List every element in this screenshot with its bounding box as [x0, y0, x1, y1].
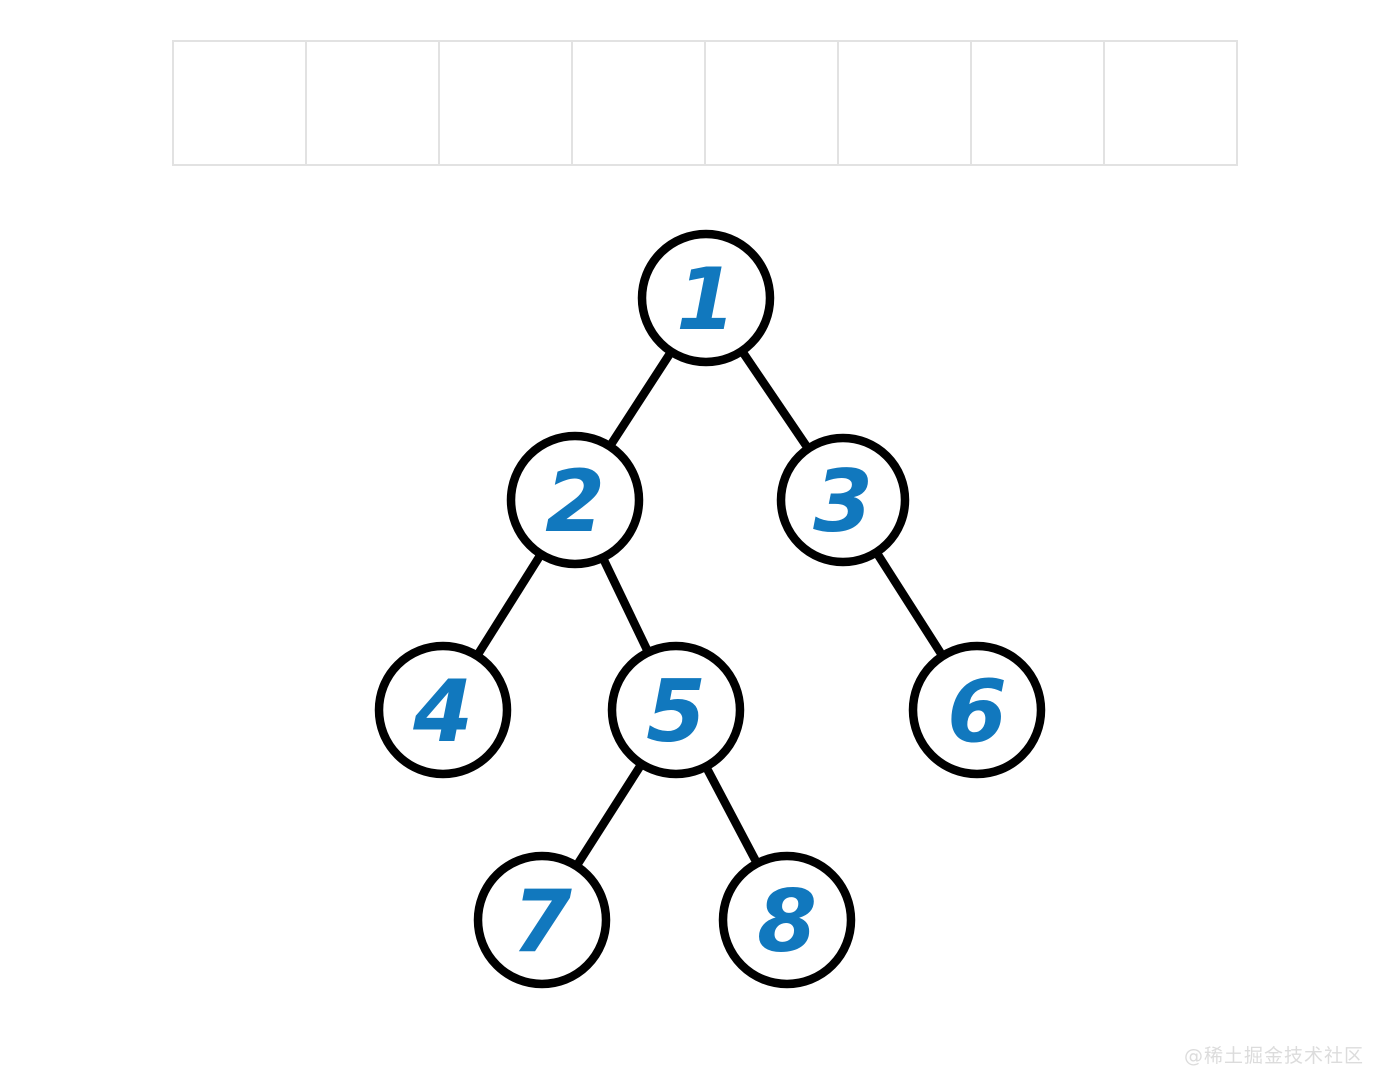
node-label-4: 4	[412, 662, 473, 762]
tree-node-2[interactable]: 2	[506, 431, 644, 569]
node-circle-7	[473, 851, 611, 989]
tree-edge-layer	[470, 343, 950, 874]
tree-edge-n1-n3	[735, 343, 816, 457]
node-circle-6	[908, 641, 1046, 779]
tree-node-7[interactable]: 7	[473, 851, 611, 989]
watermark-text: @稀土掘金技术社区	[1183, 1045, 1364, 1067]
node-circle-2	[506, 431, 644, 569]
tree-node-layer: 1 2 3 4 5 6 7 8	[374, 229, 1046, 989]
node-label-6: 6	[947, 662, 1007, 762]
tree-edge-n3-n6	[869, 544, 950, 664]
tree-node-5[interactable]: 5	[607, 641, 745, 779]
array-row	[172, 40, 1238, 166]
node-label-1: 1	[676, 250, 736, 350]
node-label-7: 7	[512, 872, 572, 972]
array-cell-6[interactable]	[970, 40, 1105, 166]
node-label-5: 5	[646, 662, 706, 762]
node-label-3: 3	[813, 452, 873, 552]
array-cell-5[interactable]	[837, 40, 972, 166]
array-cell-3[interactable]	[571, 40, 706, 166]
node-circle-8	[718, 851, 856, 989]
node-circle-4	[374, 641, 512, 779]
array-representation-strip	[172, 40, 1238, 166]
array-cell-7[interactable]	[1103, 40, 1238, 166]
node-circle-5	[607, 641, 745, 779]
array-cell-0[interactable]	[172, 40, 307, 166]
node-label-2: 2	[545, 452, 605, 552]
tree-node-1[interactable]: 1	[637, 229, 775, 367]
tree-node-6[interactable]: 6	[908, 641, 1046, 779]
array-row-body	[172, 40, 1238, 166]
tree-node-3[interactable]: 3	[776, 433, 910, 567]
array-cell-1[interactable]	[305, 40, 440, 166]
tree-edge-n5-n8	[699, 759, 764, 871]
node-circle-3	[776, 433, 910, 567]
tree-edge-n5-n7	[569, 756, 649, 874]
tree-node-4[interactable]: 4	[374, 641, 512, 779]
tree-edge-n1-n2	[602, 344, 679, 454]
array-cell-2[interactable]	[438, 40, 573, 166]
node-circle-1	[637, 229, 775, 367]
node-label-8: 8	[757, 872, 817, 972]
tree-edge-n2-n5	[596, 550, 655, 660]
tree-edge-n2-n4	[470, 546, 548, 664]
tree-node-8[interactable]: 8	[718, 851, 856, 989]
array-cell-4[interactable]	[704, 40, 839, 166]
